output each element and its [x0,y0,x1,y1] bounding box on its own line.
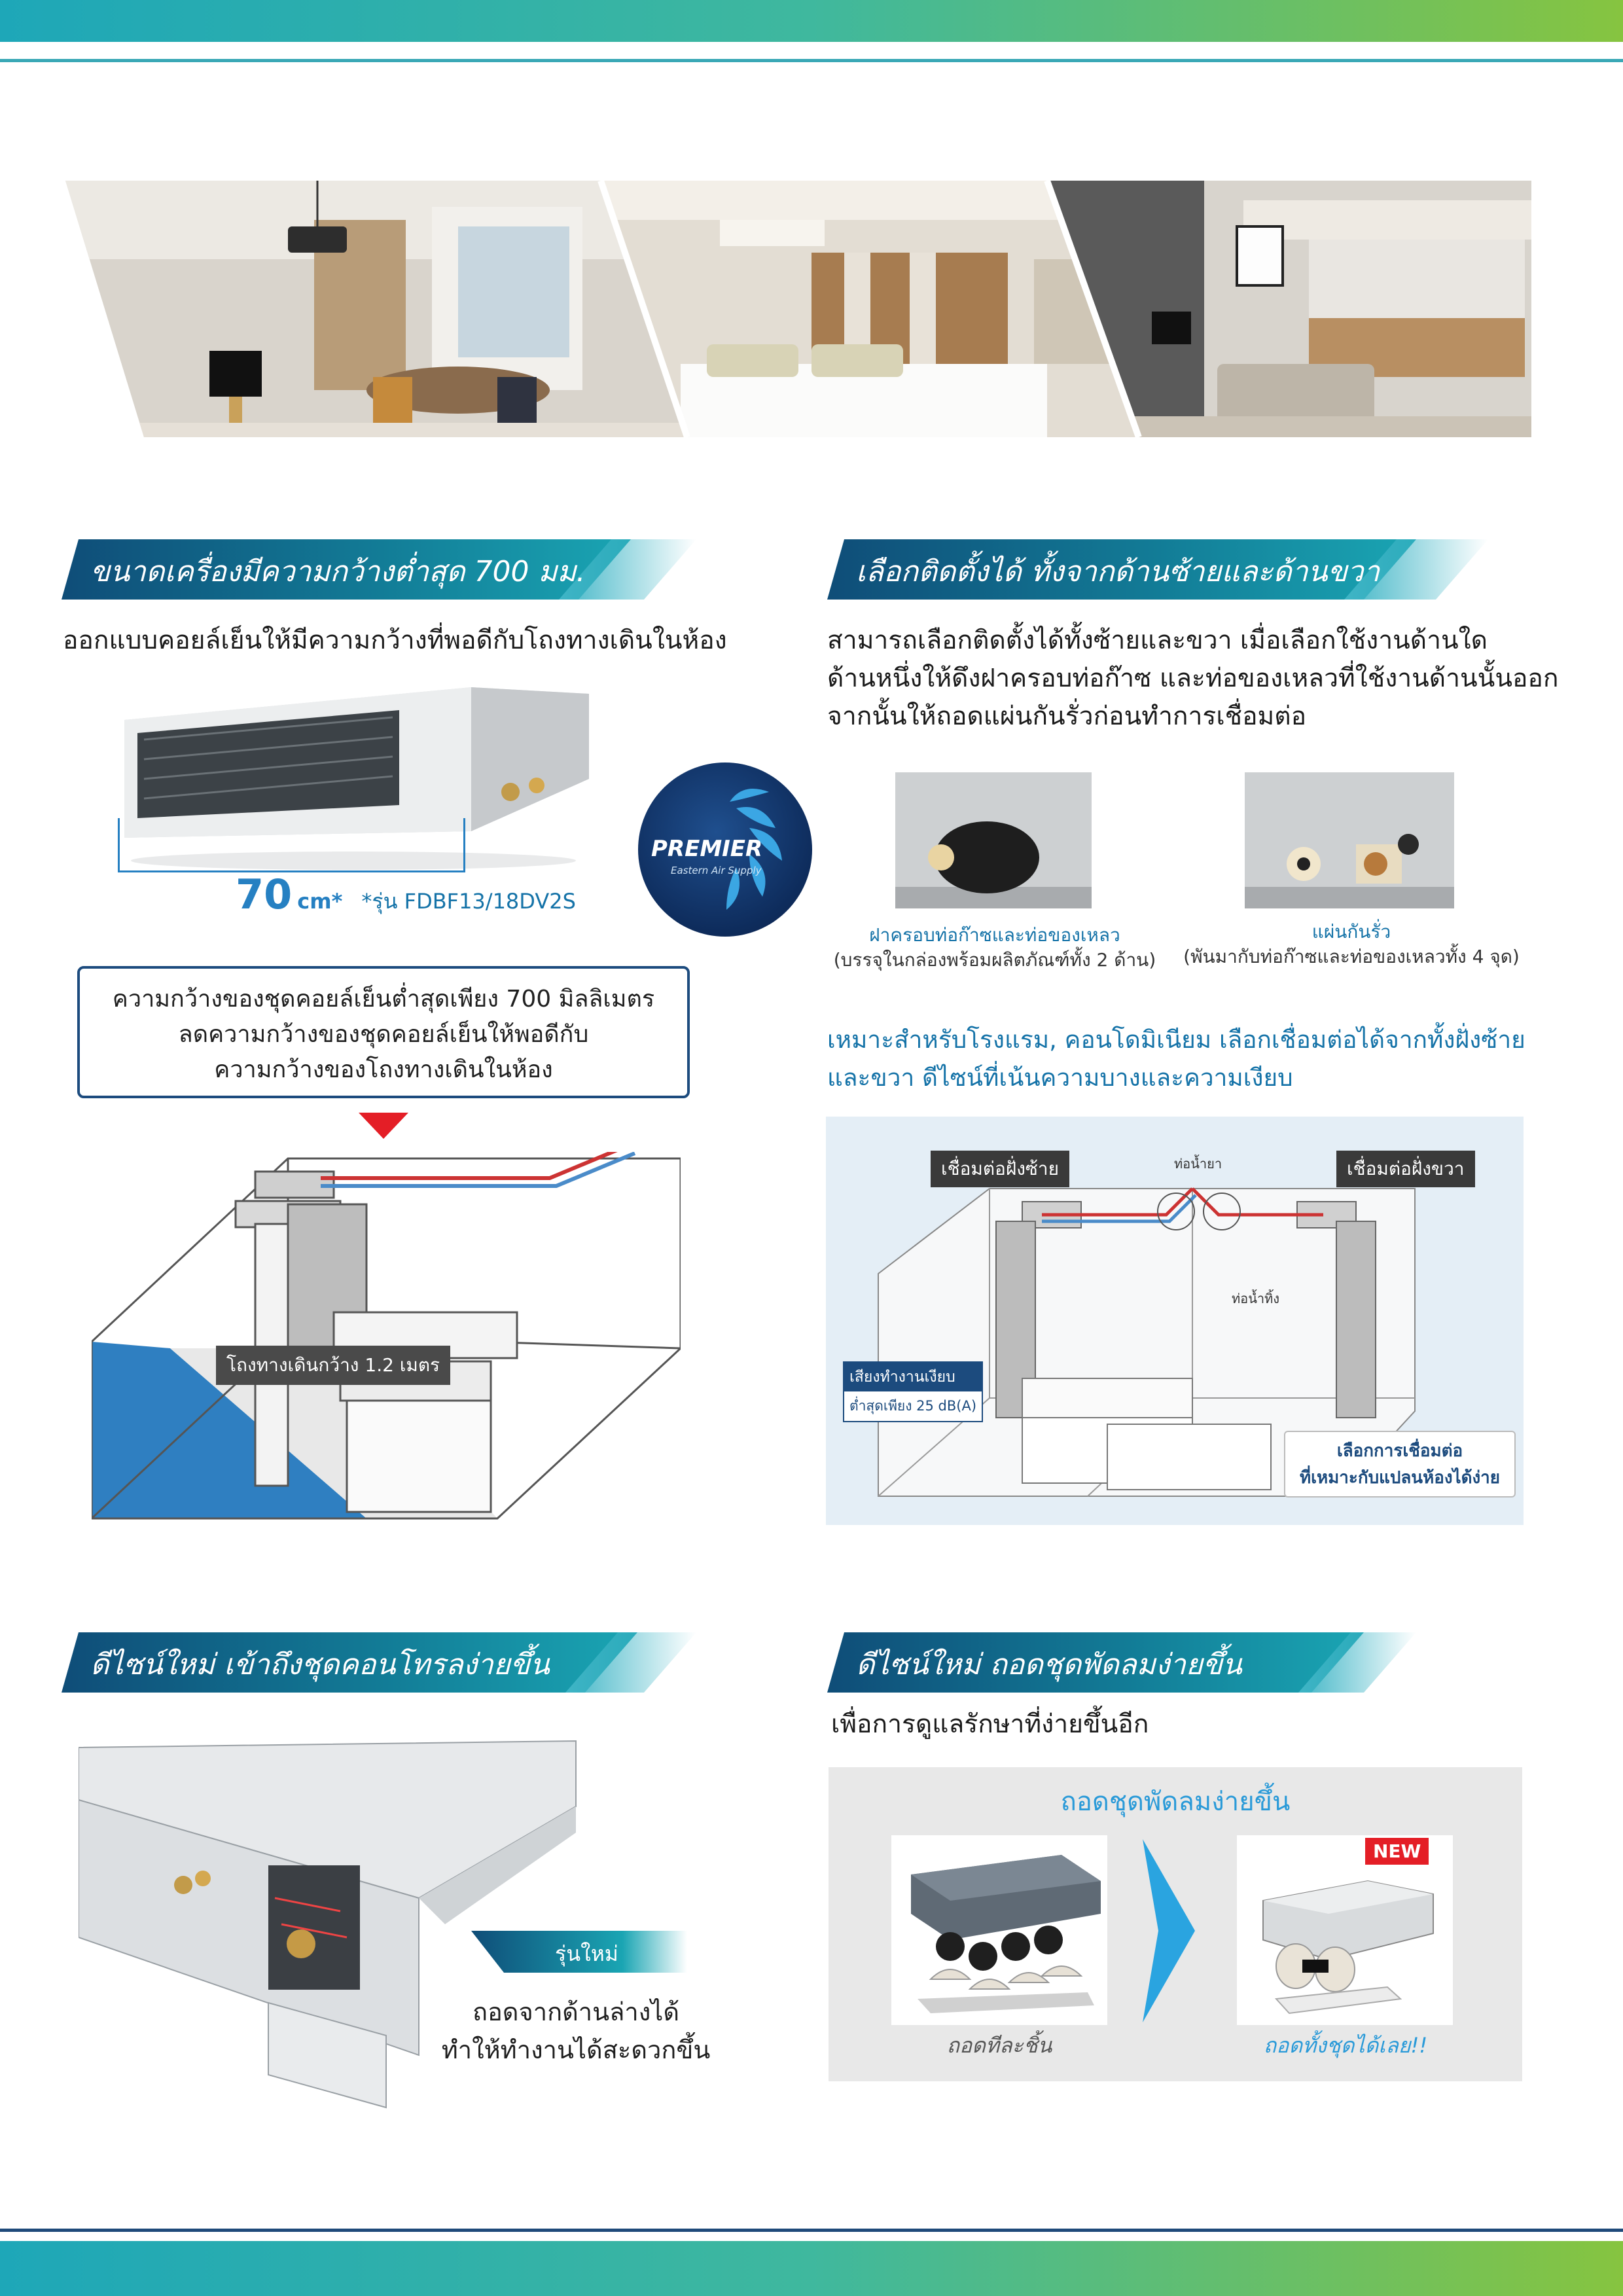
banner-bar [62,539,631,600]
header-photo-strip [65,179,1531,439]
seal-plate-title: แผ่นกันรั่ว [1311,921,1391,942]
right-connection-tag: เชื่อมต่อฝั่งขวา [1336,1151,1475,1187]
section-width-intro: ออกแบบคอยล์เย็นให้มีความกว้างที่พอดีกับโ… [63,626,727,655]
select-line-2: ที่เหมาะกับแปลนห้องได้ง่าย [1299,1468,1501,1488]
callout-line-3: ความกว้างของโถงทางเดินในห้อง [214,1056,553,1083]
section-install-banner: เลือกติดตั้งได้ ทั้งจากด้านซ้ายและด้านขว… [827,539,1488,600]
top-gradient-bar [0,0,1623,42]
pipe-cover-svg [895,772,1092,908]
down-arrow-icon [359,1113,408,1139]
new-fan-image: NEW [1237,1835,1453,2025]
duct-unit-image [105,674,602,877]
fan-panel: ถอดชุดพัดลมง่ายขึ้น NEW ถอดทีละชิ้น ถอดท… [829,1767,1522,2081]
callout-line-1: ความกว้างของชุดคอยล์เย็นต่ำสุดเพียง 700 … [112,986,655,1013]
old-fan-image [891,1835,1107,2025]
dimension-value: 70 [236,870,293,918]
install-highlight-line-2: และขวา ดีไซน์ที่เน้นความบางและความเงียบ [827,1064,1293,1092]
bottom-gradient-bar [0,2241,1623,2296]
install-intro-line-1: สามารถเลือกติดตั้งได้ทั้งซ้ายและขวา เมื่… [827,626,1488,655]
control-box-image [78,1728,589,2114]
noise-box: เสียงทำงานเงียบ ต่ำสุดเพียง 25 dB(A) [843,1361,983,1422]
pipe-label: ท่อน้ำยา [1174,1156,1222,1172]
connection-diagram-svg [878,1187,1416,1497]
seal-plate-svg [1245,772,1454,908]
header-photos-svg [65,179,1531,439]
control-box-svg [78,1740,577,2109]
dimension-unit: cm* [297,889,343,914]
logo-swirl-icon [726,789,782,910]
control-desc-line-1: ถอดจากด้านล่างได้ [472,1998,680,2026]
logo-subtext: Eastern Air Supply [671,865,762,876]
seal-plate-photo [1245,772,1454,908]
section-fan-title: ดีไซน์ใหม่ ถอดชุดพัดลมง่ายขึ้น [856,1648,1242,1681]
corridor-room-svg [90,1143,682,1520]
pipe-cover-title: ฝาครอบท่อก๊าซและท่อของเหลว [869,924,1120,946]
new-fan-caption: ถอดทั้งชุดได้เลย!! [1263,2033,1428,2058]
noise-title: เสียงทำงานเงียบ [844,1363,982,1391]
seal-plate-caption: แผ่นกันรั่ว (พันมากับท่อก๊าซและท่อของเหล… [1178,920,1525,969]
select-connection-box: เลือกการเชื่อมต่อ ที่เหมาะกับแปลนห้องได้… [1284,1431,1516,1498]
section-width-banner: ขนาดเครื่องมีความกว้างต่ำสุด 700 มม. [62,539,696,600]
new-model-tag: รุ่นใหม่ [471,1931,687,1973]
pipe-cover-caption: ฝาครอบท่อก๊าซและท่อของเหลว (บรรจุในกล่อง… [831,923,1158,973]
top-thin-line [0,59,1623,62]
old-fan-svg [911,1855,1101,2013]
dimension-bracket [118,818,465,872]
new-badge: NEW [1365,1838,1429,1865]
logo-text: PREMIER [651,836,763,862]
section-fan-banner: ดีไซน์ใหม่ ถอดชุดพัดลมง่ายขึ้น [827,1632,1416,1693]
connection-diagram: เชื่อมต่อฝั่งซ้าย เชื่อมต่อฝั่งขวา ท่อน้… [826,1117,1524,1525]
width-callout-box: ความกว้างของชุดคอยล์เย็นต่ำสุดเพียง 700 … [77,966,690,1098]
dining-room-photo [65,181,687,437]
old-fan-caption: ถอดทีละชิ้น [946,2033,1052,2058]
banner-bar [827,1632,1364,1693]
duct-unit-svg [124,687,589,870]
drain-label: ท่อน้ำทิ้ง [1232,1291,1280,1306]
select-line-1: เลือกการเชื่อมต่อ [1336,1441,1463,1461]
next-arrow-icon [1143,1839,1195,2022]
section-control-banner: ดีไซน์ใหม่ เข้าถึงชุดคอนโทรลง่ายขึ้น [62,1632,696,1693]
control-desc-line-2: ทำให้ทำงานได้สะดวกขึ้น [441,2036,711,2064]
section-control-title: ดีไซน์ใหม่ เข้าถึงชุดคอนโทรลง่ายขึ้น [90,1648,550,1681]
section-install-title: เลือกติดตั้งได้ ทั้งจากด้านซ้ายและด้านขว… [856,555,1380,588]
premier-logo: PREMIER Eastern Air Supply [638,762,812,937]
new-fan-svg [1262,1880,1434,2015]
bedroom-photo [601,181,1139,437]
section-width-title: ขนาดเครื่องมีความกว้างต่ำสุด 700 มม. [90,555,586,588]
noise-value: ต่ำสุดเพียง 25 dB(A) [849,1398,977,1414]
install-intro-line-2: ด้านหนึ่งให้ดึงฝาครอบท่อก๊าซ และท่อของเห… [827,664,1559,693]
fan-panel-title: ถอดชุดพัดลมง่ายขึ้น [1060,1787,1291,1817]
new-model-tag-text: รุ่นใหม่ [555,1941,618,1966]
install-highlight-line-1: เหมาะสำหรับโรงแรม, คอนโดมิเนียม เลือกเชื… [827,1026,1525,1054]
corridor-label: โถงทางเดินกว้าง 1.2 เมตร [216,1346,451,1385]
banner-bar [62,1632,637,1693]
pipe-cover-sub: (บรรจุในกล่องพร้อมผลิตภัณฑ์ทั้ง 2 ด้าน) [833,949,1156,971]
callout-line-2: ลดความกว้างของชุดคอยล์เย็นให้พอดีกับ [178,1021,589,1048]
model-note: *รุ่น FDBF13/18DV2S [361,889,576,914]
install-intro-line-3: จากนั้นให้ถอดแผ่นกันรั่วก่อนทำการเชื่อมต… [827,702,1307,731]
pipe-cover-photo [895,772,1092,908]
bottom-thin-line [0,2229,1623,2232]
banner-bar [827,539,1416,600]
corridor-room-diagram [90,1143,682,1532]
left-connection-tag: เชื่อมต่อฝั่งซ้าย [931,1151,1070,1187]
seal-plate-sub: (พันมากับท่อก๊าซและท่อของเหลวทั้ง 4 จุด) [1183,946,1520,967]
fan-intro: เพื่อการดูแลรักษาที่ง่ายขึ้นอีก [831,1710,1149,1739]
control-desc: ถอดจากด้านล่างได้ ทำให้ทำงานได้สะดวกขึ้น [419,1993,733,2069]
